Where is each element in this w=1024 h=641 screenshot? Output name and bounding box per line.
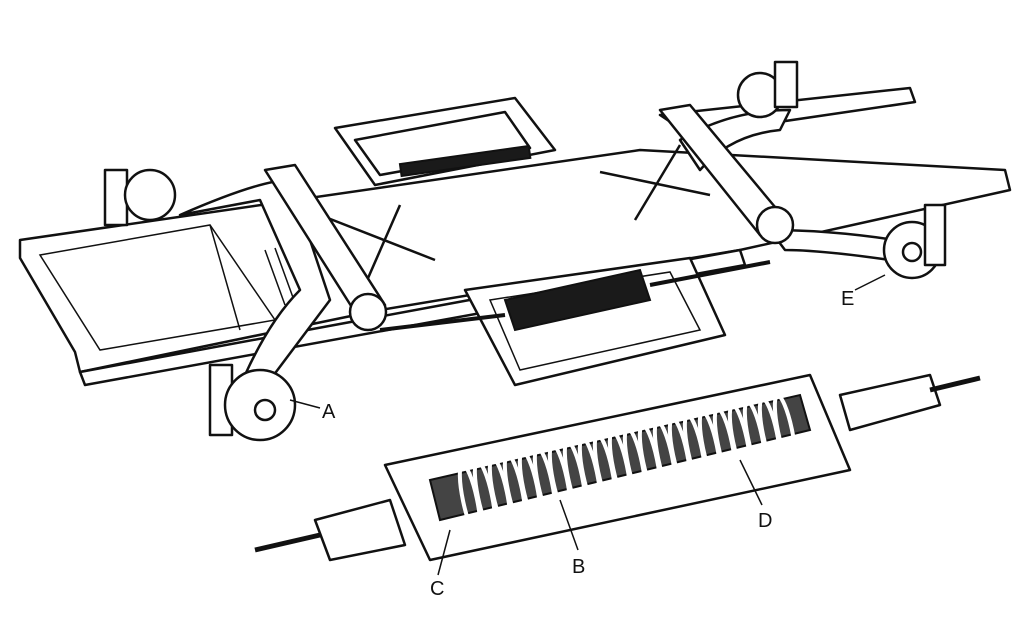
label-e: E — [841, 288, 854, 310]
center-spring-unit — [379, 260, 771, 332]
coil-springs — [457, 393, 798, 538]
coil-loop — [772, 393, 798, 468]
leader-lines — [289, 274, 886, 576]
label-c: C — [430, 578, 444, 600]
label-d: D — [758, 510, 772, 532]
spring-cutaway-unit — [254, 373, 981, 562]
left-suspension — [103, 163, 388, 442]
right-suspension — [658, 60, 947, 280]
label-a: A — [322, 401, 336, 423]
label-b: B — [572, 556, 585, 578]
